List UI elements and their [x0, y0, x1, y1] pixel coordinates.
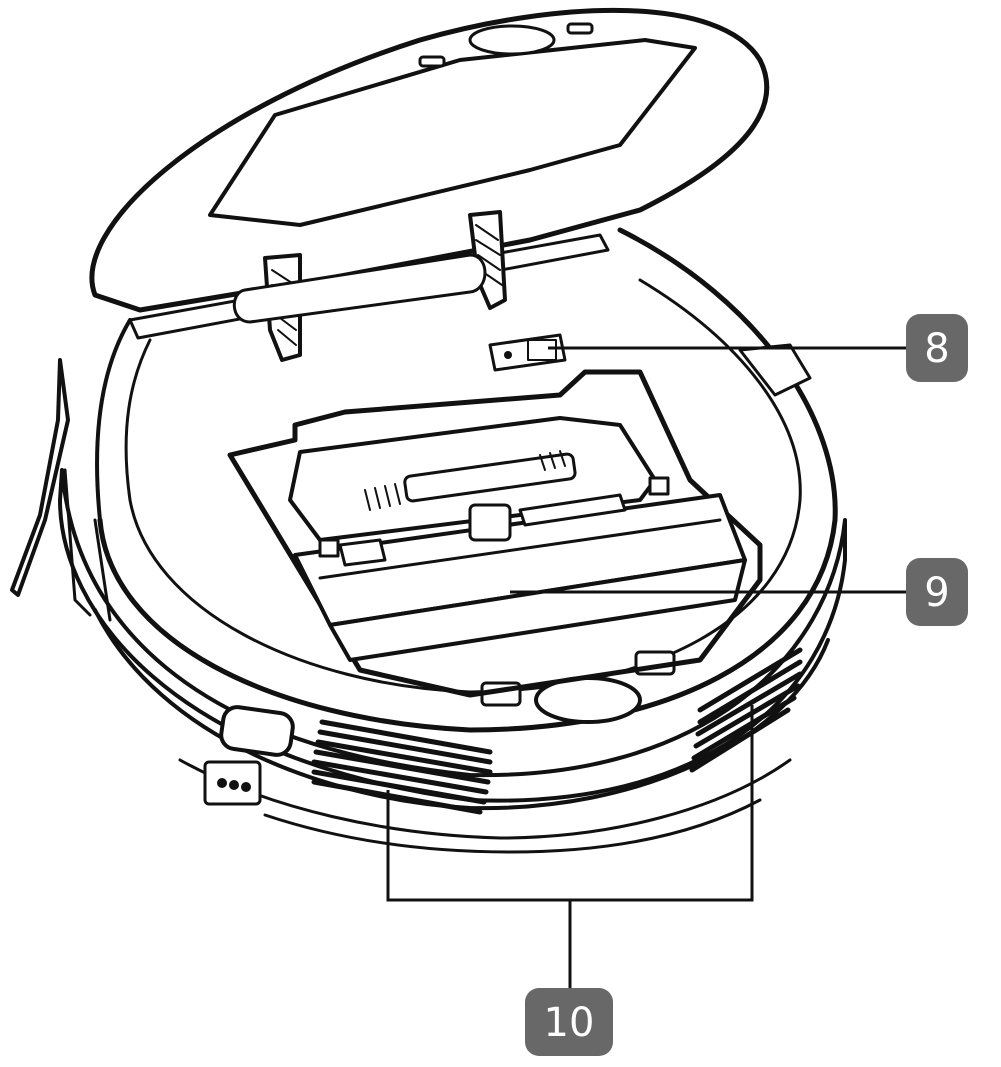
callout-9-label: 9 [924, 570, 949, 616]
leader-lines [386, 346, 906, 990]
callout-9: 9 [906, 558, 968, 626]
callout-8: 8 [906, 314, 968, 382]
vent-grille-left [311, 719, 493, 815]
part-9-dustbin [288, 416, 747, 662]
robot-lid [89, 7, 770, 362]
callout-10-label: 10 [544, 1000, 595, 1046]
part-8-switch [488, 333, 567, 372]
callout-8-label: 8 [924, 326, 949, 372]
deck-interior [227, 333, 763, 698]
vent-grille-right [689, 647, 803, 773]
callout-10: 10 [525, 988, 613, 1056]
